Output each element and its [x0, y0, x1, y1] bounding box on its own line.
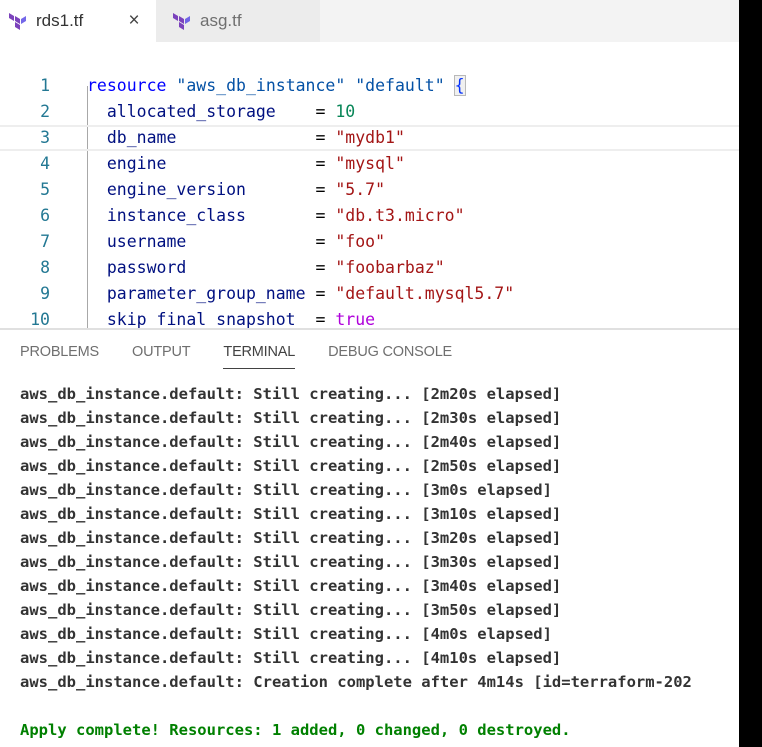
line-number: 6	[40, 206, 50, 225]
code-text: resource "aws_db_instance" "default" {	[87, 75, 466, 96]
tab-rds1-tf[interactable]: rds1.tf ×	[0, 0, 156, 42]
terminal-output[interactable]: aws_db_instance.default: Still creating.…	[20, 382, 692, 742]
terminal-line: aws_db_instance.default: Still creating.…	[20, 481, 552, 499]
line-number: 7	[40, 232, 50, 251]
code-text: allocated_storage = 10	[87, 102, 356, 121]
code-line[interactable]: 9 parameter_group_name = "default.mysql5…	[0, 281, 739, 307]
line-number: 1	[40, 76, 50, 95]
terminal-line: aws_db_instance.default: Still creating.…	[20, 385, 562, 403]
terminal-line: aws_db_instance.default: Still creating.…	[20, 529, 562, 547]
terminal-line: aws_db_instance.default: Still creating.…	[20, 601, 562, 619]
code-line[interactable]: 6 instance_class = "db.t3.micro"	[0, 203, 739, 229]
terminal-line: aws_db_instance.default: Still creating.…	[20, 457, 562, 475]
code-line[interactable]: 10 skip_final_snapshot = true	[0, 307, 739, 328]
terminal-line: aws_db_instance.default: Still creating.…	[20, 409, 562, 427]
code-text: password = "foobarbaz"	[87, 258, 445, 277]
terminal-line	[20, 694, 692, 718]
vscode-window: rds1.tf × asg.tf 1 resource "aws_db_insta…	[0, 0, 739, 747]
terminal-line: aws_db_instance.default: Still creating.…	[20, 505, 562, 523]
line-number: 4	[40, 154, 50, 173]
terminal-line: aws_db_instance.default: Still creating.…	[20, 553, 562, 571]
terraform-icon	[173, 13, 190, 30]
terminal-line: aws_db_instance.default: Still creating.…	[20, 649, 562, 667]
line-number: 3	[40, 128, 50, 147]
line-number: 10	[30, 310, 50, 328]
line-number: 5	[40, 180, 50, 199]
code-line[interactable]: 4 engine = "mysql"	[0, 151, 739, 177]
code-line[interactable]: 7 username = "foo"	[0, 229, 739, 255]
tab-problems[interactable]: PROBLEMS	[20, 344, 99, 360]
terminal-line: aws_db_instance.default: Still creating.…	[20, 625, 552, 643]
terraform-icon	[9, 13, 26, 30]
code-text: engine_version = "5.7"	[87, 180, 386, 199]
terminal-line: Apply complete! Resources: 1 added, 0 ch…	[20, 721, 571, 739]
tab-output[interactable]: OUTPUT	[131, 344, 191, 360]
line-number: 2	[40, 102, 50, 121]
tab-label: asg.tf	[200, 11, 242, 30]
code-line[interactable]: 3 db_name = "mydb1"	[0, 125, 739, 151]
terminal-line: aws_db_instance.default: Still creating.…	[20, 433, 562, 451]
tab-terminal[interactable]: TERMINAL	[223, 344, 295, 369]
code-text: db_name = "mydb1"	[87, 128, 405, 147]
code-line[interactable]: 2 allocated_storage = 10	[0, 99, 739, 125]
code-text: skip_final_snapshot = true	[87, 310, 376, 328]
bottom-panel: PROBLEMS OUTPUT TERMINAL DEBUG CONSOLE a…	[0, 328, 739, 747]
tab-asg-tf[interactable]: asg.tf	[156, 0, 320, 42]
terminal-line: aws_db_instance.default: Still creating.…	[20, 577, 562, 595]
code-text: username = "foo"	[87, 232, 386, 251]
tab-label: rds1.tf	[36, 11, 84, 30]
code-text: engine = "mysql"	[87, 154, 405, 173]
panel-tab-bar: PROBLEMS OUTPUT TERMINAL DEBUG CONSOLE	[20, 344, 485, 369]
editor-tab-bar: rds1.tf × asg.tf	[0, 0, 739, 42]
code-line[interactable]: 1 resource "aws_db_instance" "default" {	[0, 73, 739, 99]
line-number: 9	[40, 284, 50, 303]
close-icon[interactable]: ×	[128, 10, 140, 31]
tab-debug-console[interactable]: DEBUG CONSOLE	[328, 344, 453, 360]
code-editor[interactable]: 1 resource "aws_db_instance" "default" { 2…	[0, 42, 739, 328]
code-text: parameter_group_name = "default.mysql5.7…	[87, 284, 515, 303]
code-line[interactable]: 8 password = "foobarbaz"	[0, 255, 739, 281]
terminal-line: aws_db_instance.default: Creation comple…	[20, 673, 692, 691]
code-text: instance_class = "db.t3.micro"	[87, 206, 465, 225]
line-number: 8	[40, 258, 50, 277]
code-line[interactable]: 5 engine_version = "5.7"	[0, 177, 739, 203]
indent-guide	[87, 86, 88, 328]
